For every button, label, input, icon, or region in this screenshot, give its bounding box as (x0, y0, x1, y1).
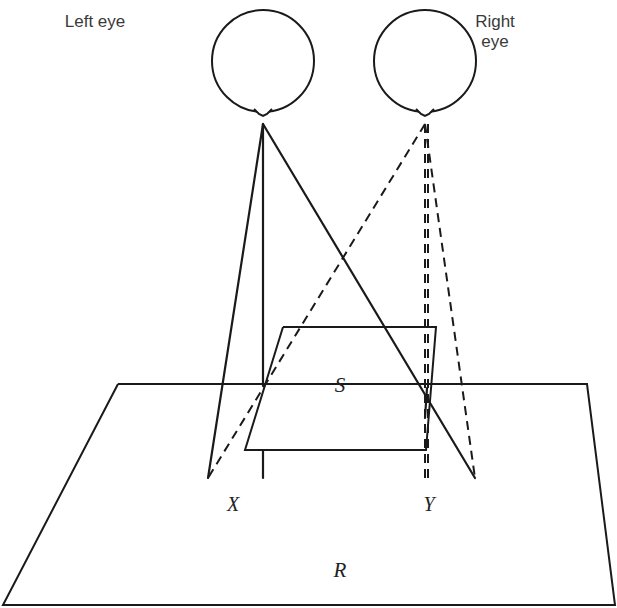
point-label: X (227, 493, 239, 515)
sight-line (262, 450, 264, 478)
dashed-sight-line (208, 124, 425, 478)
eye-circle: Right eye (372, 8, 478, 114)
plane-label: S (335, 373, 346, 397)
plane-label: R (334, 558, 347, 582)
sight-line (208, 124, 263, 478)
ground-plane-outline (0, 383, 617, 607)
dashed-sight-line (425, 124, 475, 478)
pupil-bump (416, 109, 434, 116)
eyeball (212, 10, 314, 112)
eye-circle: Left eye (210, 8, 316, 114)
eye-label: Left eye (63, 12, 127, 32)
eyeball (374, 10, 476, 112)
point-label: Y (423, 493, 434, 515)
screen-plane (245, 327, 436, 450)
eye-circle-outline (372, 8, 478, 114)
eye-label: Right eye (463, 12, 527, 52)
ground-plane: R (0, 383, 617, 607)
screen-plane: S (244, 326, 438, 452)
sight-line (263, 124, 475, 478)
sight-line (262, 124, 264, 386)
pupil-bump (254, 109, 272, 116)
eye-circle-outline (210, 8, 316, 114)
dashed-sight-line (424, 124, 426, 478)
ground-plane (3, 384, 615, 605)
